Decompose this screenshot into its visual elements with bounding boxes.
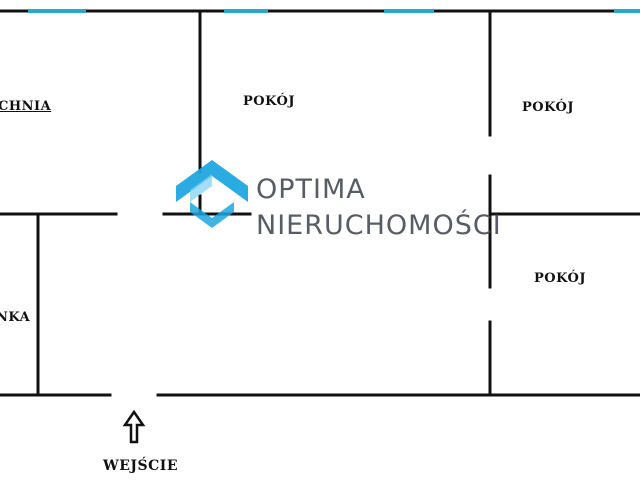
logo-text-optima: OPTIMA xyxy=(256,174,366,205)
room-label-bathroom: NKA xyxy=(0,310,31,325)
room-label-kitchen: CHNIA xyxy=(0,99,52,114)
watermark-logo: OPTIMA NIERUCHOMOŚCI xyxy=(174,158,504,242)
entrance-label: WEJŚCIE xyxy=(103,458,178,474)
room-label-room-2: POKÓJ xyxy=(522,100,575,115)
entrance-arrow-icon xyxy=(122,409,146,444)
room-label-room-1: POKÓJ xyxy=(243,94,296,109)
house-logo-icon xyxy=(176,160,248,228)
walls xyxy=(0,9,640,397)
logo-text-nieruchomosci: NIERUCHOMOŚCI xyxy=(256,210,502,241)
room-label-room-3: POKÓJ xyxy=(534,271,587,286)
